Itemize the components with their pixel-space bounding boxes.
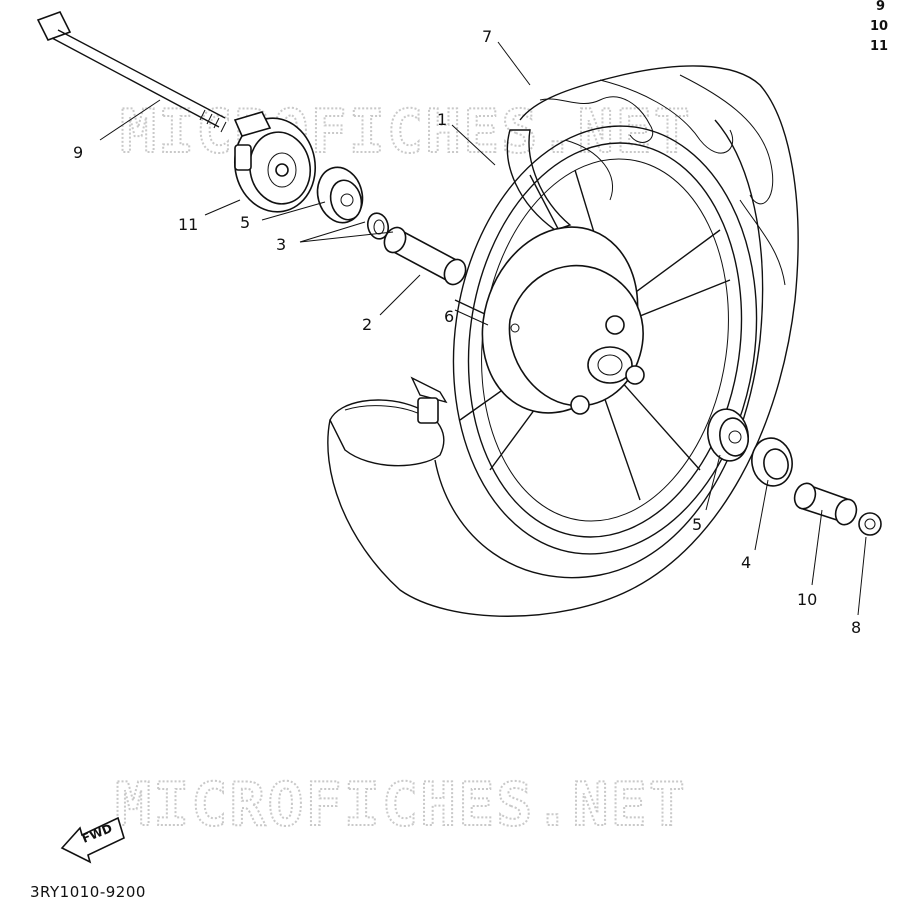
seal-part-4 <box>751 437 793 487</box>
corner-label-9: 9 <box>876 0 885 14</box>
callout-9: 9 <box>73 143 83 162</box>
speedometer-gear-part-11 <box>233 111 317 213</box>
watermark-bottom: MICROFICHES.NET <box>115 770 687 840</box>
bearing-part-5-upper <box>316 166 364 224</box>
callout-5-upper: 5 <box>240 213 250 232</box>
part-code: 3RY1010-9200 <box>30 883 146 900</box>
callout-8: 8 <box>851 618 861 637</box>
leader-lines <box>99 41 867 616</box>
valve-stem <box>410 376 448 424</box>
seal-part-3-small <box>366 212 390 240</box>
callout-7: 7 <box>482 27 492 46</box>
callout-6: 6 <box>444 307 454 326</box>
spacer-part-2 <box>383 226 467 286</box>
callout-10: 10 <box>797 590 817 609</box>
corner-label-11: 11 <box>870 39 888 54</box>
callout-5-lower: 5 <box>692 515 702 534</box>
callout-3: 3 <box>276 235 286 254</box>
fwd-arrow: FWD <box>60 816 125 864</box>
callout-1: 1 <box>437 110 447 129</box>
collar-part-10 <box>793 482 858 526</box>
wheel-hub <box>481 226 645 415</box>
bearing-part-5-lower <box>706 408 750 462</box>
callout-11: 11 <box>178 215 198 234</box>
callout-2: 2 <box>362 315 372 334</box>
axle-part-9 <box>36 11 227 133</box>
nut-part-8 <box>858 512 882 536</box>
watermark-top: MICROFICHES.NET <box>120 97 692 167</box>
callout-4: 4 <box>741 553 751 572</box>
corner-label-10: 10 <box>870 19 888 34</box>
